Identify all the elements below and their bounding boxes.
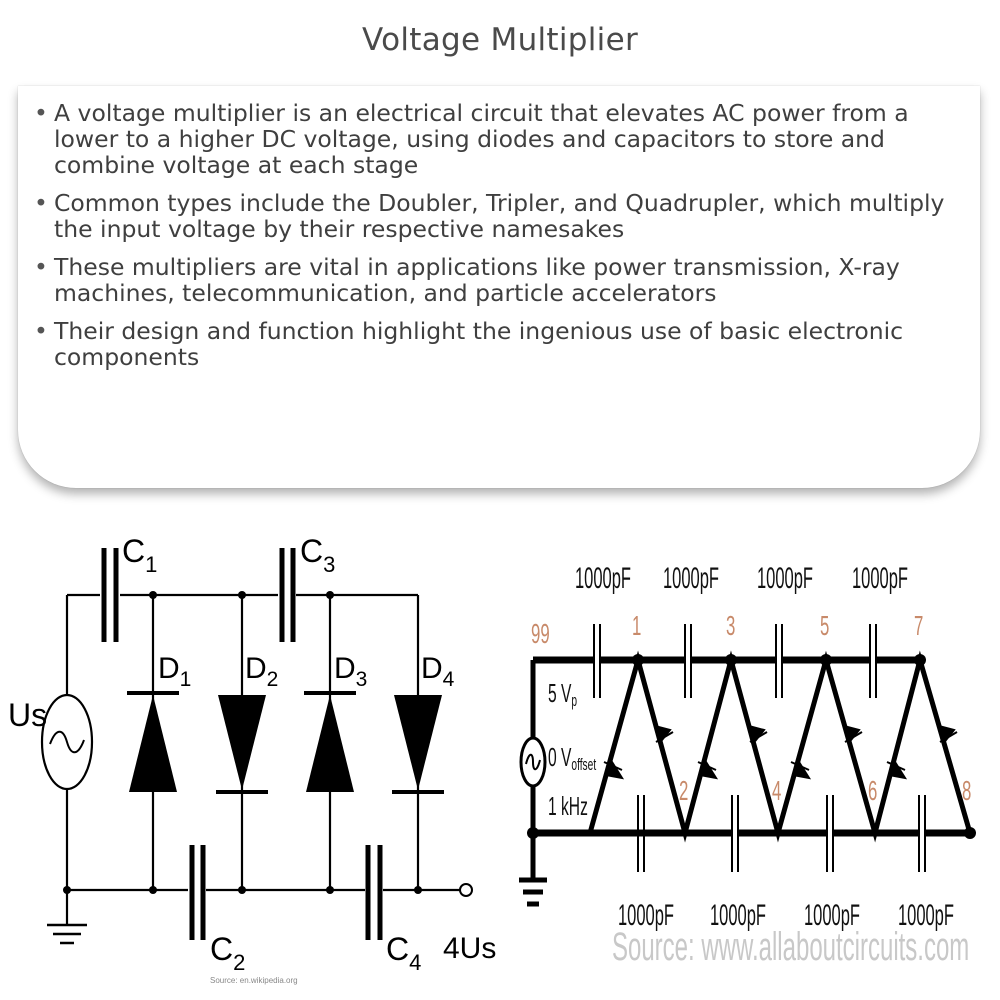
diode-icon bbox=[392, 695, 444, 794]
capacitor-icon bbox=[684, 624, 692, 698]
diode-icon bbox=[304, 691, 356, 792]
junction-dot bbox=[326, 886, 334, 894]
page-title: Voltage Multiplier bbox=[361, 22, 639, 58]
node-label: 1 bbox=[632, 610, 641, 642]
left-source-credit: Source: en.wikipedia.org bbox=[210, 976, 298, 985]
capacitor-icon bbox=[637, 795, 645, 872]
source-frequency: 1 kHz bbox=[548, 792, 588, 821]
capacitor-label-c1: C1 bbox=[122, 533, 157, 577]
capacitor-icon bbox=[593, 624, 601, 698]
ground-icon bbox=[47, 923, 87, 945]
junction-dot bbox=[914, 654, 926, 666]
ac-source-icon bbox=[40, 693, 94, 791]
junction-dot bbox=[149, 886, 157, 894]
diode-icon bbox=[603, 759, 625, 780]
capacitor-icon bbox=[189, 845, 206, 940]
capacitor-icon bbox=[869, 624, 877, 698]
cap-value-label: 1000pF bbox=[710, 899, 766, 932]
capacitor-icon bbox=[775, 624, 783, 698]
junction-dot bbox=[238, 591, 246, 599]
cap-value-label: 1000pF bbox=[757, 562, 813, 595]
diode-label-d1: D1 bbox=[158, 652, 191, 691]
right-circuit bbox=[530, 650, 973, 880]
diode-icon bbox=[653, 724, 674, 743]
cap-value-label: 1000pF bbox=[618, 899, 674, 932]
node-label: 6 bbox=[868, 775, 877, 807]
cap-value-label: 1000pF bbox=[898, 899, 954, 932]
ground-icon bbox=[519, 877, 547, 907]
node-label: 99 bbox=[531, 618, 550, 650]
junction-dot bbox=[149, 591, 157, 599]
capacitor-icon bbox=[918, 795, 926, 872]
capacitor-label-c2: C2 bbox=[210, 931, 245, 975]
cap-value-label: 1000pF bbox=[663, 562, 719, 595]
cap-value-label: 1000pF bbox=[804, 899, 860, 932]
capacitor-label-c4: C4 bbox=[386, 931, 421, 975]
diode-label-d2: D2 bbox=[245, 652, 278, 691]
ac-source-icon bbox=[519, 736, 547, 788]
junction-dot bbox=[238, 886, 246, 894]
output-terminal bbox=[459, 883, 473, 897]
bullet-item: A voltage multiplier is an electrical ci… bbox=[34, 100, 954, 178]
node-label: 7 bbox=[914, 610, 923, 642]
bullet-item: These multipliers are vital in applicati… bbox=[34, 254, 954, 306]
capacitor-icon bbox=[731, 795, 739, 872]
capacitor-icon bbox=[101, 548, 119, 642]
diode-label-d4: D4 bbox=[421, 652, 455, 691]
circuit-diagrams: C1 C3 C2 C4 D1 D2 D3 D4 Us 4Us Source: e… bbox=[8, 533, 976, 985]
diode-icon bbox=[937, 724, 958, 743]
cap-value-label: 1000pF bbox=[852, 562, 908, 595]
junction-dot bbox=[527, 827, 539, 839]
junction-dot bbox=[725, 654, 737, 666]
diode-icon bbox=[747, 724, 768, 743]
diode-icon bbox=[127, 691, 179, 792]
capacitor-icon bbox=[365, 845, 383, 940]
capacitor-label-c3: C3 bbox=[300, 533, 335, 577]
node-label: 3 bbox=[726, 610, 735, 642]
source-amplitude: 5 Vp bbox=[548, 679, 577, 710]
node-label: 4 bbox=[772, 775, 781, 807]
junction-dot bbox=[63, 886, 71, 894]
junction-dot bbox=[632, 654, 644, 666]
diode-icon bbox=[790, 759, 812, 780]
source-label: Us bbox=[8, 697, 47, 733]
junction-dot bbox=[414, 886, 422, 894]
node-label: 8 bbox=[962, 775, 971, 807]
diode-icon bbox=[842, 724, 863, 743]
capacitor-icon bbox=[826, 795, 834, 872]
bullet-item: Common types include the Doubler, Triple… bbox=[34, 190, 954, 242]
bullet-list: A voltage multiplier is an electrical ci… bbox=[34, 100, 954, 382]
bullet-item: Their design and function highlight the … bbox=[34, 318, 954, 370]
node-label: 2 bbox=[679, 775, 688, 807]
junction-dot bbox=[964, 827, 976, 839]
source-offset: 0 Voffset bbox=[548, 743, 596, 774]
junction-dot bbox=[820, 654, 832, 666]
diode-icon bbox=[697, 759, 719, 780]
right-source-credit: Source: www.allaboutcircuits.com bbox=[612, 924, 969, 969]
junction-dot bbox=[326, 591, 334, 599]
output-label: 4Us bbox=[443, 932, 496, 965]
capacitor-icon bbox=[279, 548, 296, 642]
diode-chain bbox=[587, 650, 973, 843]
cap-value-label: 1000pF bbox=[575, 562, 631, 595]
diode-icon bbox=[886, 759, 908, 780]
left-circuit bbox=[65, 593, 460, 925]
node-label: 5 bbox=[820, 610, 829, 642]
diode-label-d3: D3 bbox=[334, 652, 367, 691]
diode-icon bbox=[216, 695, 268, 794]
left-junctions bbox=[63, 591, 422, 894]
